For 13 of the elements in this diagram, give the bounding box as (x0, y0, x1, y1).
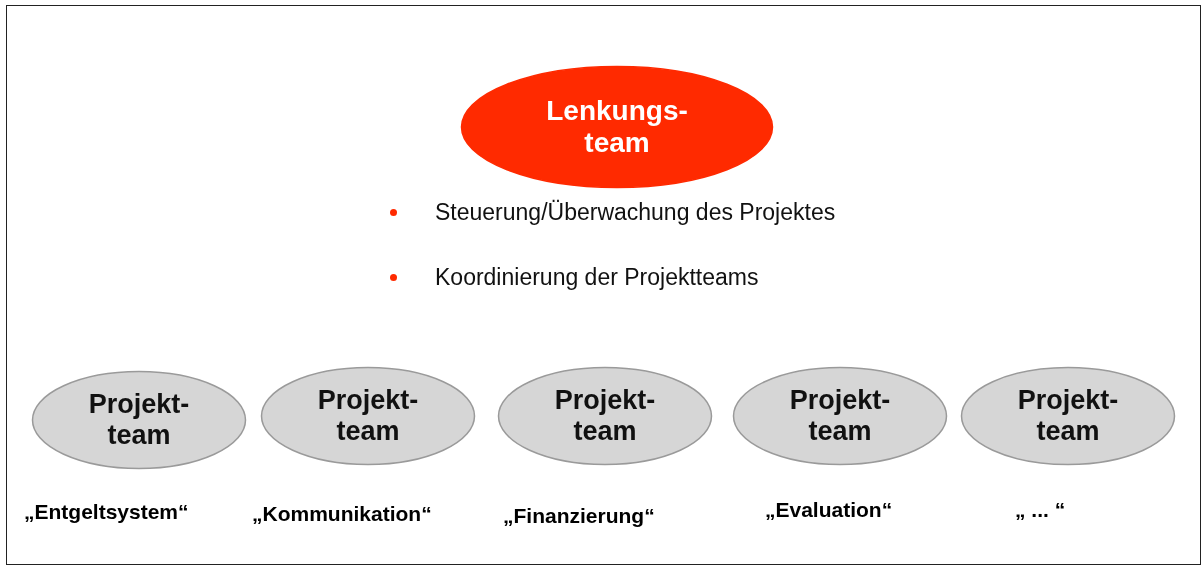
team-caption: „Finanzierung“ (503, 504, 655, 528)
team-title: Projekt- team (1016, 384, 1120, 448)
team-title: Projekt- team (553, 384, 657, 448)
bullet-text: Koordinierung der Projektteams (435, 264, 760, 292)
team-caption: „Evaluation“ (765, 498, 893, 522)
team-caption: „Entgeltsystem“ (24, 500, 189, 524)
bullet-text: Steuerung/Überwachung des Projektes (435, 199, 837, 227)
team-title: Lenkungs- team (545, 94, 689, 160)
team-caption: „ ... “ (1015, 498, 1066, 522)
team-caption: „Kommunikation“ (252, 502, 432, 526)
team-title: Projekt- team (316, 384, 420, 448)
team-title: Projekt- team (788, 384, 892, 448)
team-title: Projekt- team (87, 388, 191, 452)
